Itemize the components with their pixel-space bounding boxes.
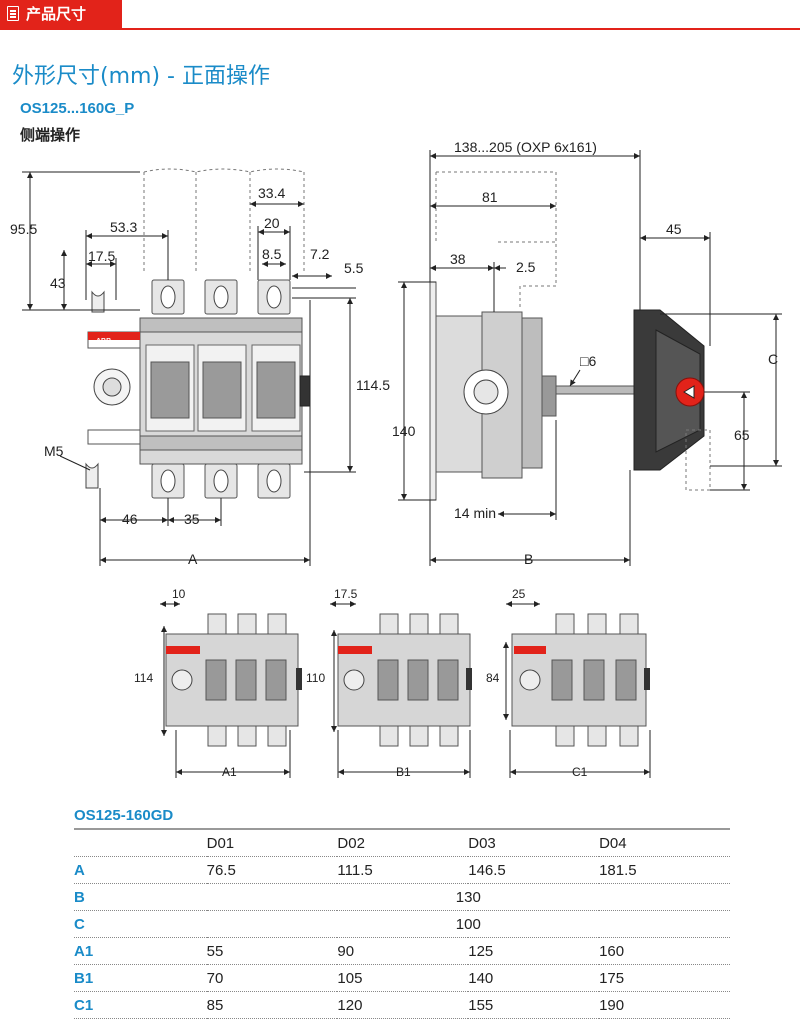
table-cell: 155 bbox=[468, 991, 600, 1019]
side-view bbox=[429, 171, 711, 501]
table-cell: 175 bbox=[599, 964, 730, 992]
variant-3 bbox=[511, 613, 650, 747]
dim-38: 38 bbox=[450, 251, 466, 267]
header-label: 产品尺寸 bbox=[26, 5, 87, 23]
dim-2-5: 2.5 bbox=[516, 259, 536, 275]
dim-81: 81 bbox=[482, 189, 498, 205]
dim-20: 20 bbox=[264, 215, 280, 231]
abb-logo: ABB bbox=[96, 338, 111, 345]
row-label: B bbox=[74, 883, 207, 911]
document-icon bbox=[7, 6, 19, 21]
dim-square-6: □6 bbox=[580, 353, 596, 369]
row-label: A1 bbox=[74, 937, 207, 965]
dim-5-5: 5.5 bbox=[344, 260, 364, 276]
col-header: D03 bbox=[468, 828, 600, 857]
table-cell: 146.5 bbox=[468, 856, 600, 884]
variant-1-width-dim: 10 bbox=[172, 587, 186, 601]
col-header: D02 bbox=[337, 828, 469, 857]
dim-140: 140 bbox=[392, 423, 416, 439]
table-cell: 160 bbox=[599, 937, 730, 965]
row-label: C bbox=[74, 910, 207, 938]
dim-17-5: 17.5 bbox=[88, 248, 115, 264]
variant-2-bottom-dim: B1 bbox=[396, 765, 411, 779]
variant-1-bottom-dim: A1 bbox=[222, 765, 237, 779]
dim-138-205: 138...205 (OXP 6x161) bbox=[454, 139, 597, 155]
variant-1 bbox=[165, 613, 302, 747]
dim-53-3: 53.3 bbox=[110, 219, 137, 235]
table-cell: 90 bbox=[337, 937, 469, 965]
table-cell: 181.5 bbox=[599, 856, 730, 884]
table-cell: 70 bbox=[206, 964, 338, 992]
col-header: D04 bbox=[599, 828, 730, 857]
dim-m5: M5 bbox=[44, 443, 64, 459]
dim-43: 43 bbox=[50, 275, 66, 291]
dim-65: 65 bbox=[734, 427, 750, 443]
side-dimensions: 138...205 (OXP 6x161) 81 38 2.5 140 □6 1… bbox=[392, 139, 782, 567]
table-cell: 85 bbox=[206, 991, 338, 1019]
table-cell: 76.5 bbox=[206, 856, 338, 884]
col-header: D01 bbox=[206, 828, 338, 857]
table-header-row: D01 D02 D03 D04 bbox=[74, 828, 730, 857]
table-row: A1 55 90 125 160 bbox=[74, 937, 730, 965]
variant-3-bottom-dim: C1 bbox=[572, 765, 588, 779]
variant-3-width-dim: 25 bbox=[512, 587, 526, 601]
table-cell: 120 bbox=[337, 991, 469, 1019]
header-underline bbox=[0, 28, 800, 30]
front-dimensions: 95.5 53.3 17.5 43 33.4 20 8.5 7.2 5.5 11… bbox=[10, 171, 390, 567]
subtitle: 侧端操作 bbox=[20, 126, 81, 144]
table-cell-merged: 100 bbox=[206, 910, 730, 938]
table-cell: 125 bbox=[468, 937, 600, 965]
variant-2-width-dim: 17.5 bbox=[334, 587, 358, 601]
section-header: 产品尺寸 bbox=[0, 0, 800, 30]
table-corner bbox=[74, 828, 207, 857]
row-label: C1 bbox=[74, 991, 207, 1019]
front-view bbox=[85, 168, 311, 499]
dimension-table: OS125-160GD D01 D02 D03 D04 A 76.5 111.5… bbox=[74, 802, 730, 1019]
variant-2 bbox=[337, 613, 472, 747]
table-cell: 140 bbox=[468, 964, 600, 992]
variant-2-height-dim: 110 bbox=[306, 671, 325, 685]
dim-95-5: 95.5 bbox=[10, 221, 37, 237]
page-title: 外形尺寸(mm) - 正面操作 bbox=[12, 64, 270, 89]
table-cell: 55 bbox=[206, 937, 338, 965]
table-row: A 76.5 111.5 146.5 181.5 bbox=[74, 856, 730, 884]
variant-1-height-dim: 114 bbox=[134, 671, 153, 685]
model-name: OS125...160G_P bbox=[20, 100, 135, 117]
table-cell: 105 bbox=[337, 964, 469, 992]
dim-a: A bbox=[188, 551, 198, 567]
header-band bbox=[0, 0, 122, 28]
dim-46: 46 bbox=[122, 511, 138, 527]
dim-114-5: 114.5 bbox=[356, 377, 390, 393]
table-row: C1 85 120 155 190 bbox=[74, 991, 730, 1019]
row-label: B1 bbox=[74, 964, 207, 992]
dim-14-min: 14 min bbox=[454, 505, 496, 521]
dim-35: 35 bbox=[184, 511, 200, 527]
variant-3-height-dim: 84 bbox=[486, 671, 500, 685]
table-row: B 130 bbox=[74, 883, 730, 911]
dim-33-4: 33.4 bbox=[258, 185, 285, 201]
dim-c: C bbox=[768, 351, 778, 367]
row-label: A bbox=[74, 856, 207, 884]
table-row: B1 70 105 140 175 bbox=[74, 964, 730, 992]
dimension-drawing: ABB 95.5 bbox=[10, 139, 782, 779]
table-cell-merged: 130 bbox=[206, 883, 730, 911]
dim-b: B bbox=[524, 551, 533, 567]
table-title: OS125-160GD bbox=[74, 802, 730, 830]
dim-8-5: 8.5 bbox=[262, 246, 282, 262]
table-cell: 190 bbox=[599, 991, 730, 1019]
dim-7-2: 7.2 bbox=[310, 246, 330, 262]
dim-45: 45 bbox=[666, 221, 682, 237]
table-cell: 111.5 bbox=[337, 856, 469, 884]
table-row: C 100 bbox=[74, 910, 730, 938]
variant-dimensions: 10 114 A1 17.5 110 B1 25 84 C1 bbox=[134, 587, 651, 779]
